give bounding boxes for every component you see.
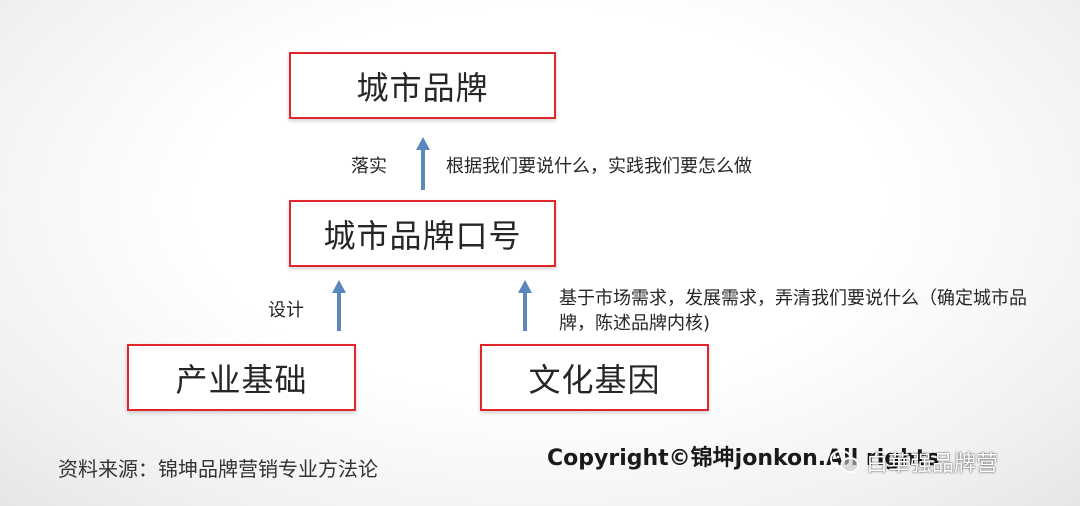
watermark-text: 白華强品牌营 [866, 452, 999, 477]
city-brand-slogan-box: 城市品牌口号 [289, 200, 556, 267]
source-note: 资料来源：锦坤品牌营销专业方法论 [58, 457, 378, 481]
top-annotation: 根据我们要说什么，实践我们要怎么做 [446, 156, 752, 177]
arrow-up-icon [518, 280, 532, 331]
city-brand-slogan-label: 城市品牌口号 [323, 216, 522, 255]
culture-gene-box: 文化基因 [480, 344, 709, 411]
industry-base-label: 产业基础 [175, 360, 308, 399]
watermark: 白華强品牌营 [830, 446, 998, 478]
arrow-up-icon [332, 280, 346, 331]
design-label: 设计 [268, 300, 304, 321]
implement-label: 落实 [351, 156, 387, 177]
right-annotation: 基于市场需求，发展需求，弄清我们要说什么（确定城市品牌，陈述品牌内核) [559, 288, 1027, 334]
arrow-up-icon [416, 137, 430, 190]
city-brand-box: 城市品牌 [289, 52, 556, 119]
copyright-text: Copyright©锦坤jonkon.All rights [547, 446, 940, 471]
city-brand-label: 城市品牌 [356, 68, 489, 107]
wechat-icon [830, 450, 860, 473]
culture-gene-label: 文化基因 [528, 360, 661, 399]
industry-base-box: 产业基础 [127, 344, 356, 411]
